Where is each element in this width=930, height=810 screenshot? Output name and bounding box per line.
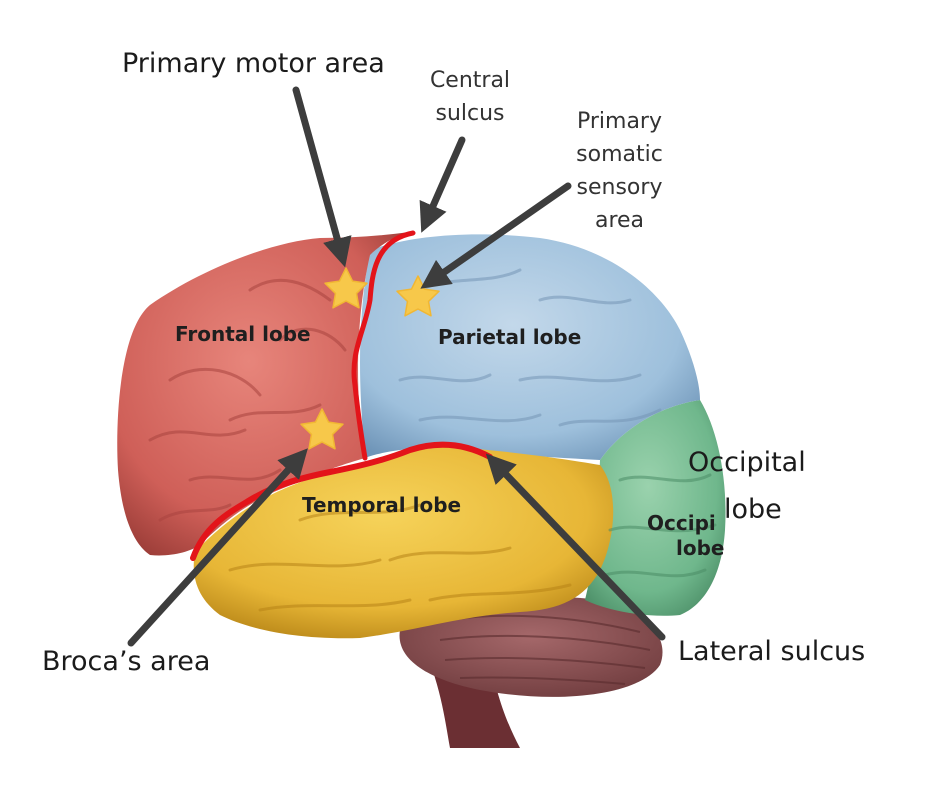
temporal-lobe-label: Temporal lobe xyxy=(302,493,462,517)
arrow-icon xyxy=(485,453,666,641)
arrow-icon xyxy=(127,448,308,647)
frontal-lobe xyxy=(117,232,411,556)
central-sulcus-label-line1: Central xyxy=(429,68,511,93)
somatic-label-line3: sensory xyxy=(576,175,663,200)
cerebellum xyxy=(399,596,663,697)
parietal-lobe xyxy=(360,234,700,460)
frontal-lobe-label: Frontal lobe xyxy=(175,322,311,346)
occipital-lobe-label-partial-1: Occipi xyxy=(647,511,716,535)
central-sulcus-label-line2: sulcus xyxy=(435,101,505,126)
occipital-lobe-label-line2: lobe xyxy=(724,494,782,525)
lateral-sulcus-line xyxy=(190,441,493,561)
somatic-label-line2: somatic xyxy=(576,142,663,167)
temporal-lobe xyxy=(193,447,614,639)
brocas-area-label: Broca’s area xyxy=(42,646,211,677)
arrow-icon xyxy=(420,182,572,289)
lateral-sulcus-label: Lateral sulcus xyxy=(678,636,866,667)
occipital-lobe-label-partial-2: lobe xyxy=(676,536,725,560)
somatic-label-line4: area xyxy=(594,208,645,233)
central-sulcus-label: Central sulcus xyxy=(425,64,515,130)
somatic-label-line1: Primary xyxy=(576,109,662,134)
star-icon xyxy=(300,408,344,450)
gyri-texture xyxy=(148,268,717,612)
star-icon xyxy=(396,275,440,317)
star-icon xyxy=(324,267,368,309)
cerebellum-folds xyxy=(439,614,651,685)
occipital-lobe-label-line1: Occipital xyxy=(688,447,806,478)
central-sulcus-line xyxy=(351,230,416,461)
primary-somatic-sensory-area-label: Primary somatic sensory area xyxy=(562,105,677,237)
parietal-lobe-label: Parietal lobe xyxy=(438,325,582,349)
primary-motor-area-label: Primary motor area xyxy=(122,48,385,79)
occipital-lobe xyxy=(585,400,726,616)
arrow-icon xyxy=(419,136,466,233)
arrow-icon xyxy=(292,86,352,268)
